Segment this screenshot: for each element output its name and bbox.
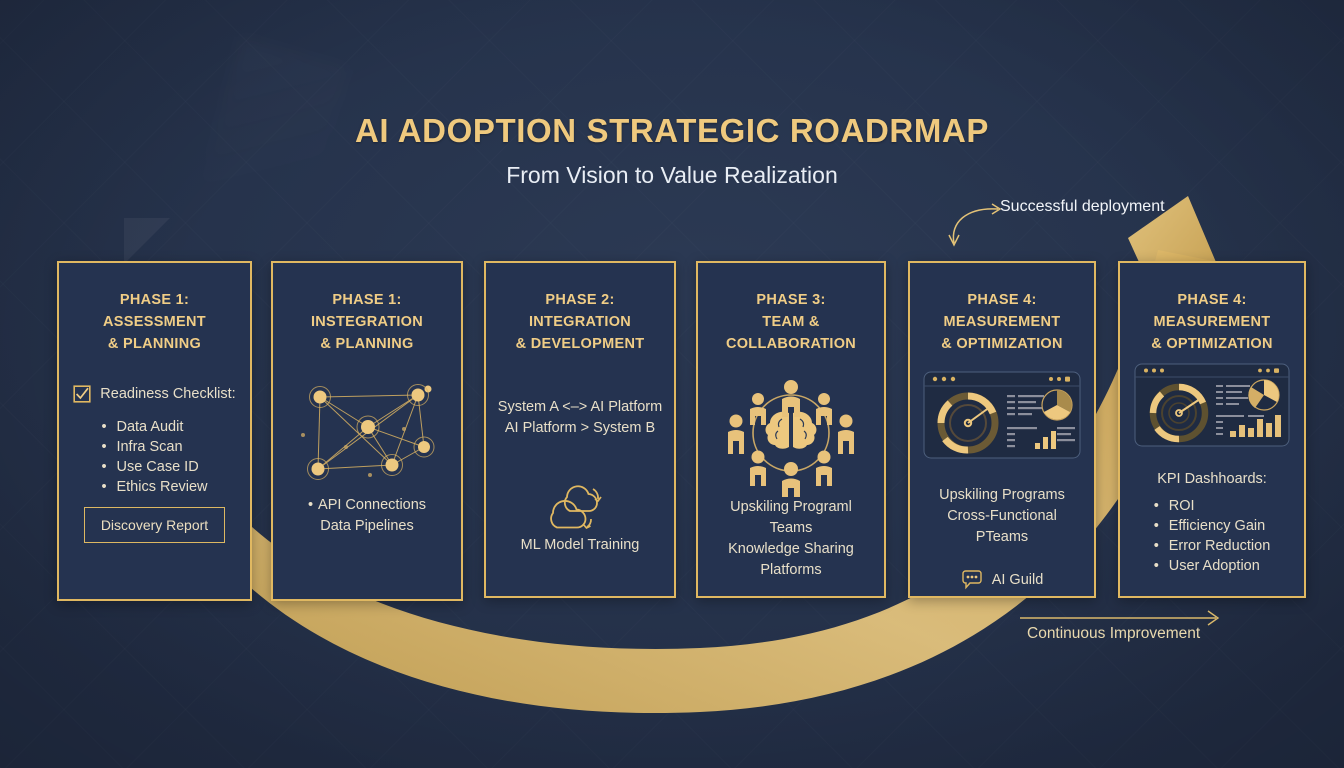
card-title-line-2: ASSESSMENT	[103, 314, 206, 330]
list-item: Data Audit	[101, 417, 207, 437]
card-title: PHASE 1: ASSESSMENT & PLANNING	[103, 289, 206, 355]
list-item: Ethics Review	[101, 477, 207, 497]
card-title: PHASE 3: TEAM & COLLABORATION	[726, 289, 856, 355]
list-item: Use Case ID	[101, 457, 207, 477]
checkbox-checked-icon	[73, 385, 91, 403]
background-triangle-accent	[124, 218, 170, 264]
kpi-dashboards-label: KPI Dashhoards:	[1157, 471, 1267, 487]
header: AI ADOPTION STRATEGIC ROADRMAP From Visi…	[0, 112, 1344, 189]
network-graph-icon	[300, 384, 434, 480]
dashboard-gauge-icon	[1134, 363, 1290, 447]
phase-card-integration-development[interactable]: PHASE 2: INTEGRATION & DEVELOPMENT Syste…	[484, 261, 676, 598]
page-title: AI ADOPTION STRATEGIC ROADRMAP	[355, 112, 989, 149]
checklist-bullets: Data Audit Infra Scan Use Case ID Ethics…	[101, 417, 207, 497]
card-title-line-3: & OPTIMIZATION	[1151, 336, 1273, 352]
card-title: PHASE 4: MEASUREMENT & OPTIMIZATION	[941, 289, 1063, 355]
dashboard-gauge-icon	[923, 371, 1081, 459]
card-title-line-3: & OPTIMIZATION	[941, 336, 1063, 352]
caption-line-2: Teams	[769, 520, 813, 536]
caption-line-3: Knowledge Sharing	[728, 541, 854, 557]
card-title-line-3: & PLANNING	[107, 336, 202, 352]
card-title-line-2: INSTEGRATION	[310, 314, 424, 330]
readiness-checklist-label: Readiness Checklist:	[100, 386, 236, 402]
ml-model-training-caption: ML Model Training	[520, 537, 640, 553]
discovery-report-button[interactable]: Discovery Report	[83, 507, 226, 543]
phase-card-measurement-optimization-a[interactable]: PHASE 4: MEASUREMENT & OPTIMIZATION	[908, 261, 1096, 598]
phase-card-measurement-optimization-b[interactable]: PHASE 4: MEASUREMENT & OPTIMIZATION	[1118, 261, 1306, 598]
card-title: PHASE 1: INSTEGRATION & PLANNING	[311, 289, 423, 355]
list-item: ROI	[1154, 496, 1271, 516]
list-item: User Adoption	[1154, 556, 1271, 576]
kpi-bullets: ROI Efficiency Gain Error Reduction User…	[1154, 496, 1271, 576]
card-title: PHASE 4: MEASUREMENT & OPTIMIZATION	[1151, 289, 1273, 355]
caption-line-2: Cross-Functional PTeams	[947, 508, 1057, 545]
continuous-improvement-label: Continuous Improvement	[1027, 625, 1201, 642]
card-title: PHASE 2: INTEGRATION & DEVELOPMENT	[516, 289, 645, 355]
readiness-checklist-row: Readiness Checklist:	[73, 385, 236, 403]
phase-card-team-collaboration[interactable]: PHASE 3: TEAM & COLLABORATION	[696, 261, 886, 598]
successful-deployment-label: Successful deployment	[1000, 198, 1165, 215]
card-title-line-1: PHASE 4:	[1177, 292, 1247, 308]
card-title-line-1: PHASE 3:	[756, 292, 826, 308]
ai-guild-chip[interactable]: AI Guild	[961, 570, 1044, 590]
list-item: Infra Scan	[101, 437, 207, 457]
card-title-line-2: MEASUREMENT	[1153, 314, 1271, 330]
card-title-line-1: PHASE 4:	[967, 292, 1037, 308]
phase-card-instegration-planning[interactable]: PHASE 1: INSTEGRATION & PLANNING	[271, 261, 463, 601]
card-title-line-2: TEAM &	[762, 314, 820, 330]
caption-line-2: Data Pipelines	[320, 518, 414, 534]
list-item: Error Reduction	[1154, 536, 1271, 556]
card-title-line-3: & PLANNING	[320, 336, 414, 352]
card-title-line-1: PHASE 2:	[545, 292, 615, 308]
bullet-dot: •	[307, 497, 314, 513]
list-item: Efficiency Gain	[1154, 516, 1271, 536]
cloud-sync-icon	[550, 485, 602, 530]
page-subtitle: From Vision to Value Realization	[506, 162, 838, 188]
api-connections-bullet: •API Connections	[308, 495, 426, 516]
card-title-line-1: PHASE 1:	[332, 292, 402, 308]
caption-line-1: Upskiling Programs	[939, 487, 1065, 503]
integration-flow-line-1: System A <–> AI Platform	[497, 399, 663, 415]
card-title-line-2: MEASUREMENT	[943, 314, 1061, 330]
caption-line-1: API Connections	[318, 497, 427, 513]
phase-card-assessment-planning[interactable]: PHASE 1: ASSESSMENT & PLANNING Readiness…	[57, 261, 252, 601]
ai-guild-label: AI Guild	[991, 572, 1044, 588]
caption-line-1: Upskiling Programl	[730, 499, 852, 515]
card-title-line-1: PHASE 1:	[119, 292, 190, 308]
card-title-line-3: & DEVELOPMENT	[515, 336, 645, 352]
integration-flow-line-2: AI Platform > System B	[504, 420, 656, 436]
card-title-line-2: INTEGRATION	[528, 314, 632, 330]
caption-line-4: Platforms	[760, 562, 822, 578]
card-title-line-3: COLLABORATION	[725, 336, 857, 352]
team-brain-icon	[728, 380, 854, 497]
chat-bubble-icon	[962, 570, 982, 590]
